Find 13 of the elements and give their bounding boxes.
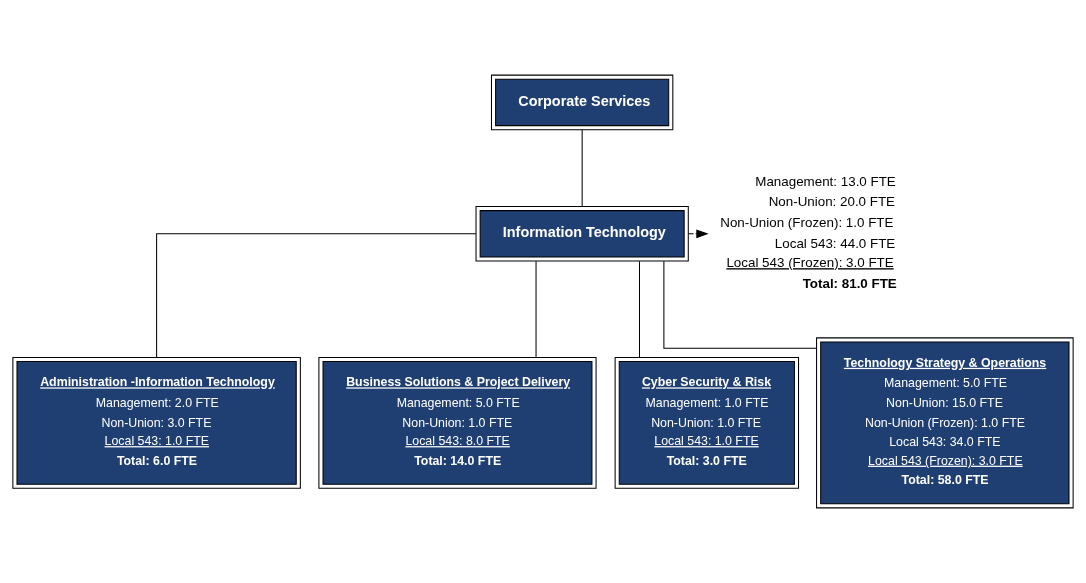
connector [156, 233, 477, 358]
node-box: Technology Strategy & Operations Management: 5.0 FTE Non-Union: 15.0 FTE Non-Union (Frozen): 1.0 FTE Local 543: 34.0 FTE Local 543 (Frozen): 3.0 FTE Total: 58.0 FTE [816, 337, 1074, 509]
node-box: Information Technology [475, 205, 689, 262]
node-box: Corporate Services [490, 74, 674, 131]
connector [663, 260, 817, 349]
arrow [687, 229, 709, 239]
connector [535, 260, 537, 358]
node-box: Cyber Security & Risk Management: 1.0 FTE Non-Union: 1.0 FTE Local 543: 1.0 FTE Total: 3.0 FTE [614, 356, 800, 489]
node-box: Administration -Information Technology Management: 2.0 FTE Non-Union: 3.0 FTE Local 543: 1.0 FTE Total: 6.0 FTE [12, 356, 301, 489]
connector [639, 260, 641, 358]
connector [581, 129, 583, 207]
node-box: Business Solutions & Project Delivery Management: 5.0 FTE Non-Union: 1.0 FTE Local 543: 8.0 FTE Total: 14.0 FTE [318, 356, 597, 489]
node-text: Management: 13.0 FTE Non-Union: 20.0 FTE Non-Union (Frozen): 1.0 FTE Local 543: 44.0 FTE Local 543 (Frozen): 3.0 FTE Total: 81.0 FTE [720, 173, 897, 291]
